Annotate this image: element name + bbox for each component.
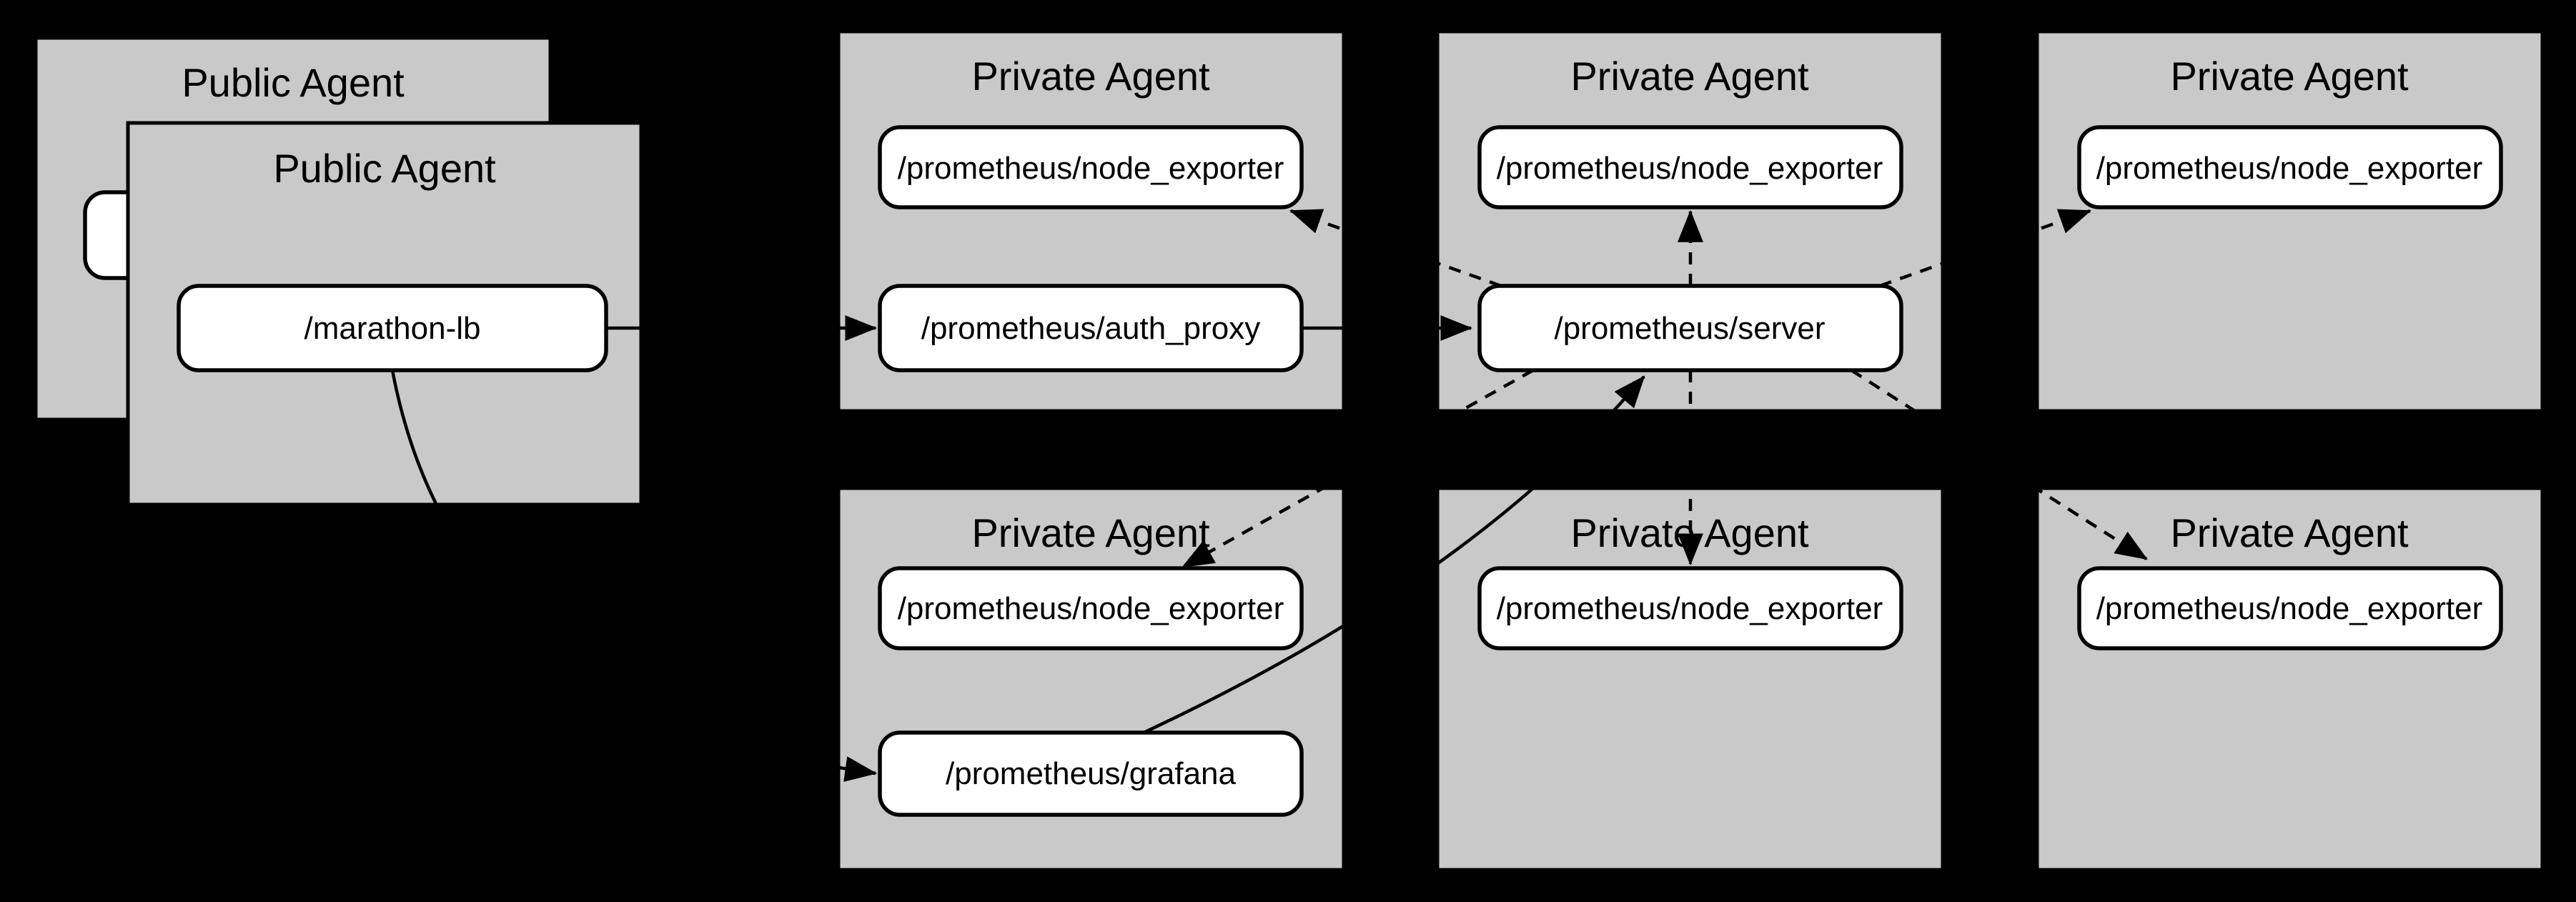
edge-server-to-node-exporter-bottom-3 [1850,369,2148,560]
edge-server-to-node-exporter-top-1 [1289,209,1502,288]
node-label-node-exporter-bottom-3: /prometheus/node_exporter [2096,591,2483,626]
node-label-node-exporter-top-2: /prometheus/node_exporter [1497,151,1883,186]
node-box-grafana [878,730,1304,817]
node-label-node-exporter-bottom-2: /prometheus/node_exporter [1497,591,1883,626]
edge-server-to-node-exporter-top-3 [1879,209,2092,288]
node-box-node-exporter-top-1 [878,125,1304,209]
node-box-node-exporter-top-3 [2077,125,2503,209]
private-agent-bottom-1-title: Private Agent [971,510,1210,555]
node-label-node-exporter-top-3: /prometheus/node_exporter [2096,151,2483,186]
edges [390,209,2148,782]
private-agent-top-3-box [2035,29,2545,413]
private-agent-top-3-title: Private Agent [2170,54,2409,99]
edge-grafana-to-server [1143,375,1645,735]
private-agent-top-1: Private Agent /prometheus/node_exporter … [836,29,1346,413]
private-agent-bottom-3: Private Agent /prometheus/node_exporter [2035,486,2545,872]
node-box-node-exporter-bottom-2 [1477,566,1903,650]
private-agent-top-1-title: Private Agent [971,54,1210,99]
public-agent-back-title: Public Agent [182,60,405,105]
node-label-prometheus-server: /prometheus/server [1554,311,1825,346]
node-label-node-exporter-bottom-1: /prometheus/node_exporter [898,591,1284,626]
node-box-node-exporter-top-2 [1477,125,1903,209]
private-agent-top-3: Private Agent /prometheus/node_exporter [2035,29,2545,413]
node-label-auth-proxy: /prometheus/auth_proxy [921,311,1261,346]
private-agent-top-2-title: Private Agent [1570,54,1809,99]
node-label-node-exporter-top-1: /prometheus/node_exporter [898,151,1284,186]
edge-marathon-lb-to-grafana [390,370,878,782]
public-agent-front: Public Agent /marathon-lb [126,121,643,507]
private-agent-bottom-3-title: Private Agent [2170,510,2409,555]
node-label-marathon-lb: /marathon-lb [304,311,480,346]
public-agent-front-title: Public Agent [273,146,496,191]
node-box-node-exporter-bottom-3 [2077,566,2503,650]
node-label-grafana: /prometheus/grafana [946,756,1237,791]
node-box-node-exporter-bottom-1 [878,566,1304,650]
edge-server-to-node-exporter-bottom-1 [1182,369,1535,568]
private-agent-bottom-1: Private Agent /prometheus/node_exporter … [836,486,1346,872]
